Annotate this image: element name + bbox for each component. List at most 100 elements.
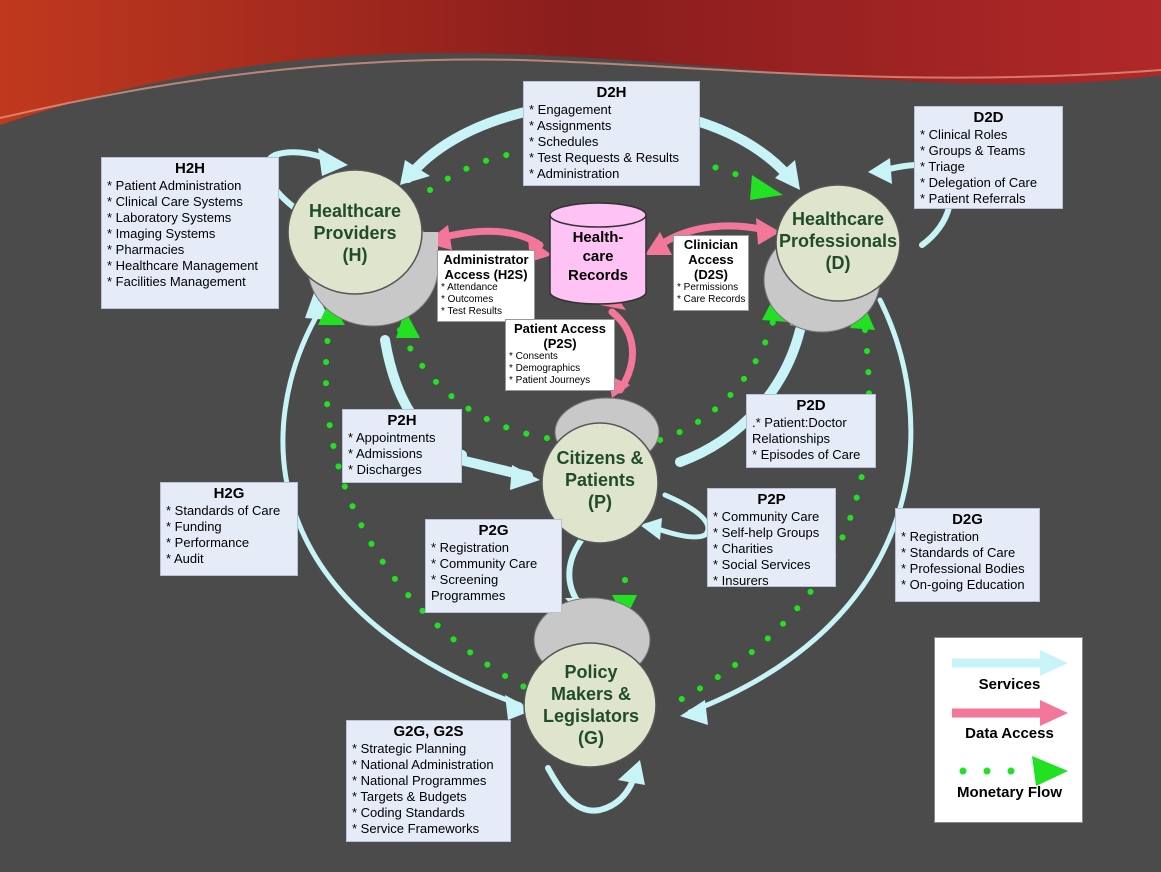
node-policy-line-2: Makers & [550,684,632,704]
node-professionals-shape [763,184,901,333]
node-records-line-3: Records [567,267,629,284]
box-d2h-item: * Test Requests & Results [529,150,680,165]
box-g2g-item: * Service Frameworks [352,821,480,836]
box-p2d-item: * Episodes of Care [752,447,861,462]
box-h2g-item: * Funding [166,519,222,534]
legend-monetary-flow-label: Monetary Flow [956,784,1062,801]
box-d2s: Clinician Access (D2S) * Permissions * C… [673,235,749,311]
node-healthcare-providers: Healthcare Providers (H) [290,200,420,266]
box-p2d-item: .* Patient:Doctor [752,415,847,430]
node-healthcare-records: Health- care Records [551,228,645,285]
background-swoosh [0,0,1161,125]
box-h2s-item: * Attendance [441,282,498,293]
box-d2h-item: * Engagement [529,102,612,117]
box-h2h-item: * Facilities Management [107,274,246,289]
box-d2d-item: * Patient Referrals [920,191,1026,206]
box-h2s-title-line-2: Access (H2S) [444,267,528,282]
node-policy-shape [523,597,657,768]
box-p2s: Patient Access (P2S) * Consents * Demogr… [505,319,615,391]
box-h2h-item: * Imaging Systems [107,226,216,241]
legend-services-label: Services [978,676,1041,693]
box-p2g-title: P2G [478,522,509,539]
node-policy-line-1: Policy [564,662,618,682]
legend: Services Data Access Monetary Flow [934,637,1083,823]
node-policy-line-3: Legislators [542,706,640,726]
money-dots-left-p [397,327,563,443]
box-d2g-item: * Registration [901,529,980,544]
box-d2d-title: D2D [973,109,1004,126]
node-records-shape [549,202,647,305]
box-h2g-item: * Performance [166,535,250,550]
box-d2g: D2G * Registration * Standards of Care *… [895,508,1040,602]
box-h2h-item: * Pharmacies [107,242,185,257]
box-p2h-item: * Appointments [348,430,436,445]
box-d2h-title: D2H [596,84,627,101]
box-h2s: Administrator Access (H2S) * Attendance … [437,250,535,322]
data-arrow-p2s [608,308,636,394]
node-records-line-2: care [582,248,614,265]
node-citizens-patients: Citizens & Patients (P) [542,447,658,513]
box-h2h-item: * Patient Administration [107,178,242,193]
node-professionals-line-3: (D) [825,253,851,273]
node-patients-line-1: Citizens & [556,448,644,468]
box-d2d-item: * Clinical Roles [920,127,1008,142]
box-d2g-item: * Professional Bodies [901,561,1025,576]
box-p2p-item: * Insurers [713,573,769,588]
service-arrow-h2g [280,307,523,708]
box-d2h: D2H * Engagement * Assignments * Schedul… [523,81,700,186]
node-providers-shape [287,169,439,327]
box-g2g-item: * Strategic Planning [352,741,467,756]
box-h2g-item: * Standards of Care [166,503,281,518]
money-dots-left-outer [322,317,533,693]
box-p2s-title-line-1: Patient Access [513,321,606,336]
box-h2h-item: * Healthcare Management [107,258,259,273]
node-professionals-line-1: Healthcare [791,209,885,229]
box-h2h-title: H2H [174,160,205,177]
box-h2g-title: H2G [213,485,245,502]
box-p2d-title: P2D [796,397,826,414]
box-g2g-title: G2G, G2S [393,723,464,740]
service-arrow-p2p-loop [652,492,711,540]
box-p2h-item: * Admissions [348,446,423,461]
service-arrow-h2h-loop [262,149,333,215]
box-p2h-title: P2H [387,412,417,429]
box-d2g-item: * Standards of Care [901,545,1016,560]
node-providers-line-3: (H) [342,245,368,265]
box-p2p: P2P * Community Care * Self-help Groups … [707,488,836,588]
node-providers-line-2: Providers [313,223,397,243]
box-p2s-item: * Demographics [509,363,581,374]
node-policy-line-4: (G) [578,728,604,748]
data-arrow-h2s [436,227,544,249]
box-p2g-item: Programmes [431,588,506,603]
box-d2d-item: * Triage [920,159,965,174]
service-arrow-g2g-loop [545,765,638,814]
box-p2p-item: * Self-help Groups [713,525,820,540]
box-p2s-title-line-2: (P2S) [543,336,577,351]
box-g2g-item: * National Programmes [352,773,487,788]
box-d2h-item: * Schedules [529,134,599,149]
box-p2h-item: * Discharges [348,462,422,477]
box-h2h-item: * Clinical Care Systems [107,194,243,209]
box-p2g-item: * Screening [431,572,499,587]
background-swoosh-highlight [0,58,1161,119]
box-d2s-item: * Permissions [677,282,739,293]
box-d2d-item: * Groups & Teams [920,143,1026,158]
money-dots-right-p [657,312,778,443]
box-h2h-item: * Laboratory Systems [107,210,232,225]
box-h2g-item: * Audit [166,551,204,566]
box-p2g-item: * Registration [431,540,510,555]
box-d2g-title: D2G [952,511,983,528]
node-patients-shape [541,397,660,544]
box-d2s-title-line-3: (D2S) [694,267,728,282]
box-h2g: H2G * Standards of Care * Funding * Perf… [160,482,298,576]
box-p2h: P2H * Appointments * Admissions * Discha… [342,409,462,483]
box-g2g-g2s: G2G, G2S * Strategic Planning * National… [346,720,511,842]
box-p2p-title: P2P [757,491,786,508]
box-p2s-item: * Consents [509,351,558,362]
box-d2d-item: * Delegation of Care [920,175,1038,190]
box-g2g-item: * National Administration [352,757,494,772]
box-g2g-item: * Coding Standards [352,805,465,820]
monetary-flow-dots [322,146,872,703]
box-h2s-title-line-1: Administrator [443,252,529,267]
box-h2s-item: * Outcomes [441,294,494,305]
